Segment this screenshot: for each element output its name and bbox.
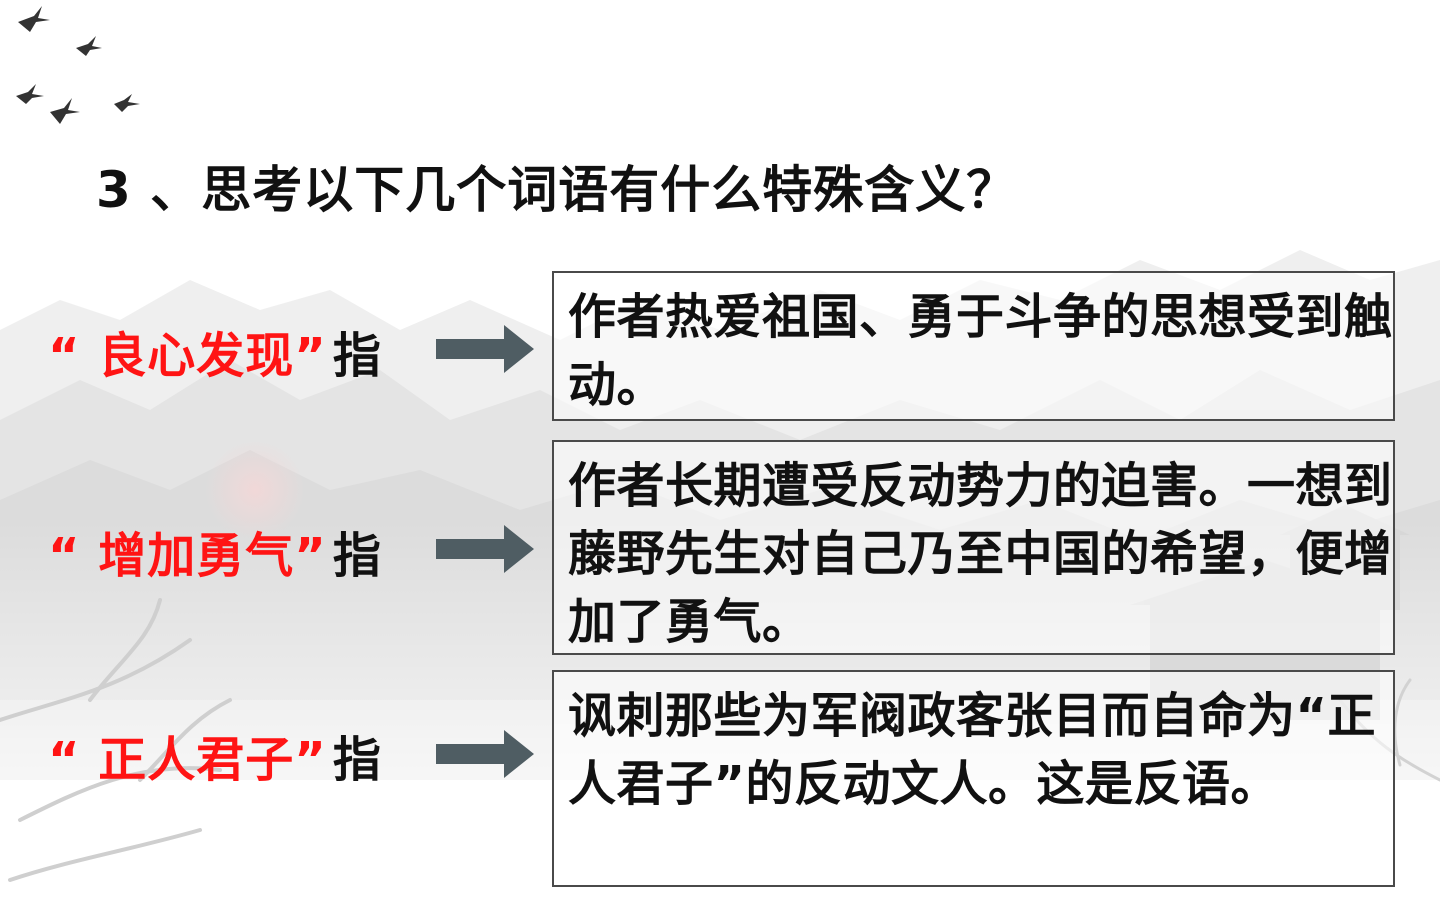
term-row-3: “ 正人君子” 指 <box>48 720 381 790</box>
explanation-text: 讽刺那些为军阀政客张目而自命为“正人君子”的反动文人。这是反语。 <box>568 688 1377 812</box>
flying-birds-icon <box>16 6 140 124</box>
slide-title: 3 、思考以下几个词语有什么特殊含义？ <box>96 161 1018 219</box>
explanation-box-1: 作者热爱祖国、勇于斗争的思想受到触动。 <box>552 271 1395 421</box>
explanation-box-3: 讽刺那些为军阀政客张目而自命为“正人君子”的反动文人。这是反语。 <box>552 670 1395 887</box>
explanation-text: 作者长期遭受反动势力的迫害。一想到藤野先生对自己乃至中国的希望，便增加了勇气。 <box>568 458 1393 650</box>
term-label: “ 良心发现” <box>48 328 327 384</box>
term-label: “ 增加勇气” <box>48 528 327 584</box>
right-arrow-icon <box>436 325 534 373</box>
right-arrow-icon <box>436 730 534 778</box>
term-row-2: “ 增加勇气” 指 <box>48 516 381 586</box>
explanation-box-2: 作者长期遭受反动势力的迫害。一想到藤野先生对自己乃至中国的希望，便增加了勇气。 <box>552 440 1395 655</box>
term-row-1: “ 良心发现” 指 <box>48 316 381 386</box>
term-suffix: 指 <box>332 528 381 584</box>
term-label: “ 正人君子” <box>48 732 327 788</box>
right-arrow-icon <box>436 525 534 573</box>
explanation-text: 作者热爱祖国、勇于斗争的思想受到触动。 <box>568 289 1393 413</box>
term-suffix: 指 <box>332 732 381 788</box>
term-suffix: 指 <box>332 328 381 384</box>
